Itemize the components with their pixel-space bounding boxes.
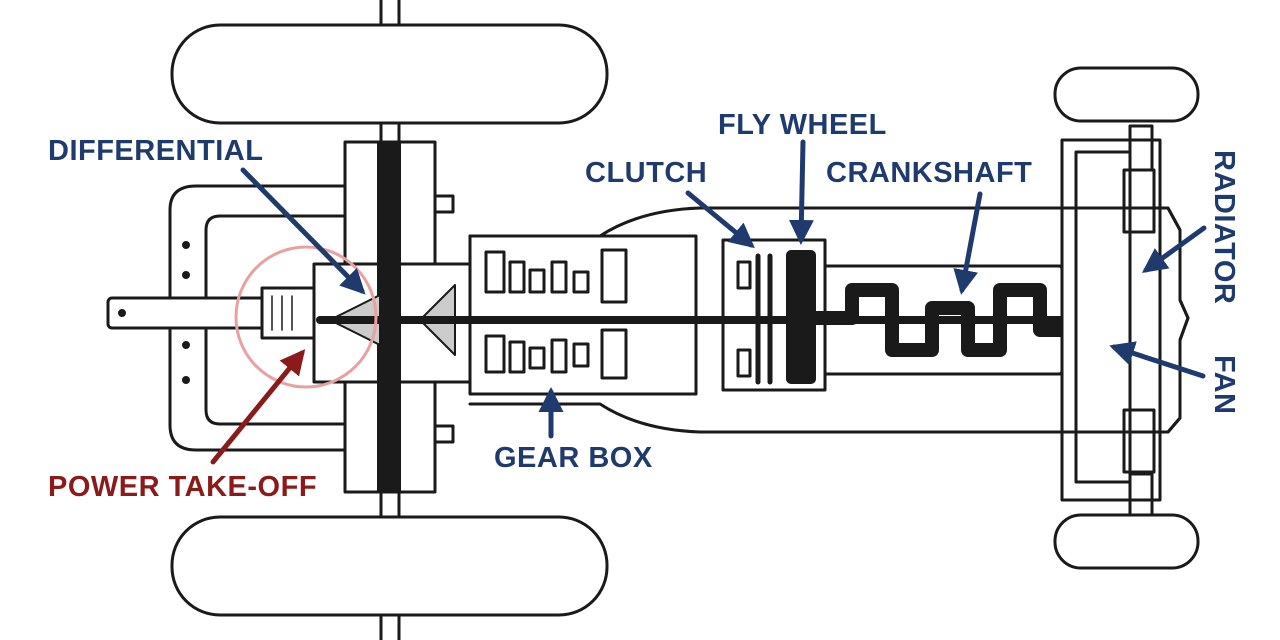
front-axle bbox=[1060, 124, 1162, 520]
label-fan: FAN bbox=[1208, 355, 1240, 415]
label-radiator: RADIATOR bbox=[1208, 150, 1240, 304]
crankshaft-arrow bbox=[953, 191, 983, 295]
gearbox-housing bbox=[466, 234, 704, 396]
differential-arrow bbox=[240, 167, 366, 295]
label-clutch: CLUTCH bbox=[585, 157, 707, 189]
fan-arrow bbox=[1109, 341, 1206, 379]
rear-right-wheel bbox=[170, 515, 609, 617]
front-left-wheel bbox=[1053, 66, 1200, 123]
flywheel bbox=[786, 250, 816, 384]
label-gear-box: GEAR BOX bbox=[494, 442, 653, 474]
pto-arrow bbox=[210, 349, 306, 465]
crankshaft bbox=[809, 283, 1095, 357]
pto-shaft bbox=[106, 286, 322, 340]
pto-highlight-circle bbox=[234, 245, 378, 389]
label-crankshaft: CRANKSHAFT bbox=[826, 157, 1032, 189]
front-right-wheel bbox=[1053, 513, 1200, 570]
rear-left-wheel bbox=[170, 23, 609, 125]
label-power-take-off: POWER TAKE-OFF bbox=[48, 471, 317, 503]
clutch-arrow bbox=[685, 190, 755, 249]
differential-housing bbox=[312, 140, 476, 494]
flywheel-arrow bbox=[788, 139, 814, 245]
label-differential: DIFFERENTIAL bbox=[48, 135, 263, 167]
radiator-arrow bbox=[1141, 225, 1207, 273]
label-fly-wheel: FLY WHEEL bbox=[718, 109, 887, 141]
